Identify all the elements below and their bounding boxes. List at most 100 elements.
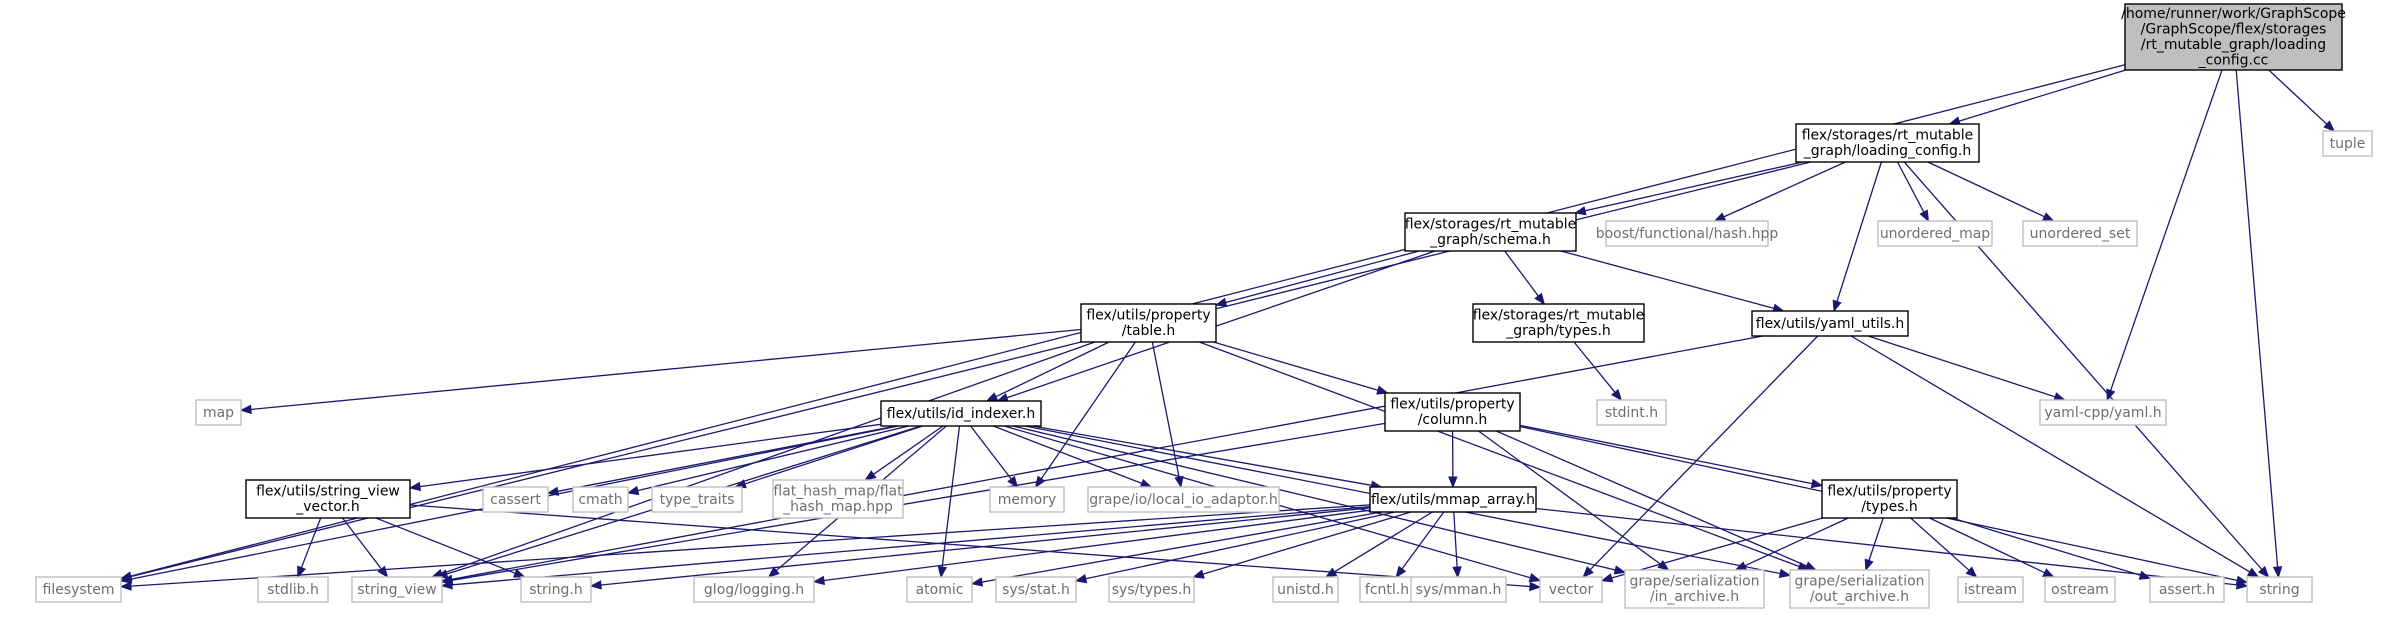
edge-id_indexer_h-to-atomic bbox=[937, 425, 961, 579]
node-label-line: flex/utils/string_view bbox=[256, 484, 400, 500]
edge-arrowhead bbox=[440, 580, 453, 590]
edge-prop_types_h-to-istream bbox=[1910, 517, 1978, 578]
node-label-line: grape/serialization bbox=[1629, 574, 1759, 590]
edge-mmap_array_h-to-unistd bbox=[1324, 511, 1433, 578]
edge-mmap_array_h-to-string_h bbox=[589, 507, 1371, 590]
node-label-line: grape/serialization bbox=[1794, 574, 1924, 590]
edge-rt_types_h-to-stdint_h bbox=[1573, 341, 1623, 402]
edge-arrowhead bbox=[1448, 476, 1458, 489]
node-table-h[interactable]: flex/utils/property/table.h bbox=[1080, 303, 1217, 343]
edge-line bbox=[1151, 341, 1180, 478]
node-label-line: _vector.h bbox=[295, 499, 359, 515]
node-cassert: cassert bbox=[482, 486, 549, 513]
node-root[interactable]: /home/runner/work/GraphScope/GraphScope/… bbox=[2121, 3, 2346, 71]
node-box bbox=[351, 576, 443, 603]
node-box bbox=[2149, 576, 2225, 603]
edge-schema_h-to-rt_types_h bbox=[1504, 250, 1546, 306]
edge-line bbox=[250, 328, 1082, 411]
node-box bbox=[2022, 220, 2138, 247]
node-local-io-adaptor: grape/io/local_io_adaptor.h bbox=[1087, 486, 1280, 513]
node-prop-types-h[interactable]: flex/utils/property/types.h bbox=[1821, 479, 1958, 519]
node-string-view: string_view bbox=[351, 576, 443, 603]
node-label-line: flex/storages/rt_mutable bbox=[1473, 308, 1645, 324]
node-string: string bbox=[2246, 576, 2313, 603]
node-box bbox=[195, 399, 242, 426]
node-box bbox=[1410, 576, 1507, 603]
edge-line bbox=[1085, 511, 1396, 580]
node-label-line: ostream bbox=[2051, 582, 2109, 598]
node-flat-hash-map: flat_hash_map/flat_hash_map.hpp bbox=[772, 479, 904, 519]
edge-loading_config_h-to-yaml_utils_h bbox=[1832, 161, 1883, 313]
edge-string_view_vector_h-to-vector bbox=[409, 504, 1542, 592]
edge-line bbox=[1589, 335, 1819, 571]
node-label-line: /types.h bbox=[1861, 499, 1918, 515]
node-loading-config-h[interactable]: flex/storages/rt_mutable_graph/loading_c… bbox=[1795, 123, 1980, 163]
edge-arrowhead bbox=[239, 404, 252, 415]
edge-yaml_utils_h-to-vector bbox=[1582, 335, 1819, 578]
edge-table_h-to-column_h bbox=[1213, 341, 1389, 395]
edge-line bbox=[1401, 511, 1445, 570]
node-box bbox=[1272, 576, 1339, 603]
edge-loading_config_h-to-schema_h bbox=[1573, 161, 1803, 216]
edge-line bbox=[1453, 511, 1458, 568]
node-label-line: sys/stat.h bbox=[1002, 582, 1070, 598]
edge-line bbox=[2109, 69, 2223, 391]
node-label-line: unordered_map bbox=[1880, 226, 1990, 242]
edge-line bbox=[823, 509, 1371, 582]
node-label-line: memory bbox=[998, 492, 1057, 508]
node-ostream: ostream bbox=[2044, 576, 2116, 603]
edge-arrowhead bbox=[1810, 478, 1824, 489]
node-label-line: string_view bbox=[357, 582, 436, 598]
edge-id_indexer_h-to-memory bbox=[970, 425, 1019, 489]
node-label-line: /table.h bbox=[1122, 323, 1176, 339]
edge-line bbox=[981, 511, 1382, 583]
edge-line bbox=[600, 507, 1371, 586]
edge-line bbox=[1495, 430, 1807, 567]
edge-line bbox=[1504, 250, 1539, 297]
edge-arrowhead bbox=[767, 566, 780, 578]
node-label-line: istream bbox=[1964, 582, 2017, 598]
node-box bbox=[1369, 486, 1537, 513]
node-stdint-h: stdint.h bbox=[1596, 399, 1667, 426]
edge-mmap_array_h-to-sys_types bbox=[1192, 511, 1412, 579]
node-mmap-array-h[interactable]: flex/utils/mmap_array.h bbox=[1369, 486, 1537, 513]
node-rt-types-h[interactable]: flex/storages/rt_mutable_graph/types.h bbox=[1472, 303, 1645, 343]
edge-id_indexer_h-to-cassert bbox=[546, 425, 897, 496]
edge-loading_config_h-to-unordered_map bbox=[1896, 161, 1930, 223]
node-string-view-vector-h[interactable]: flex/utils/string_view_vector.h bbox=[245, 479, 411, 519]
edge-arrowhead bbox=[1734, 561, 1748, 571]
node-box bbox=[1108, 576, 1195, 603]
edge-line bbox=[637, 425, 909, 492]
edge-mmap_array_h-to-sys_mman bbox=[1452, 511, 1462, 579]
node-label-line: _hash_map.hpp bbox=[782, 499, 893, 515]
edge-arrowhead bbox=[297, 565, 307, 579]
node-tuple: tuple bbox=[2322, 130, 2373, 157]
edge-line bbox=[1958, 69, 2126, 122]
edge-schema_h-to-yaml_utils_h bbox=[1560, 250, 1785, 313]
edge-table_h-to-string_view bbox=[430, 341, 1096, 578]
node-box bbox=[2322, 130, 2373, 157]
edge-arrowhead bbox=[985, 392, 999, 402]
node-label-line: _graph/loading_config.h bbox=[1803, 143, 1971, 159]
edge-line bbox=[1040, 341, 1136, 480]
node-label-line: string.h bbox=[529, 582, 583, 598]
node-in-archive: grape/serialization/in_archive.h bbox=[1624, 569, 1765, 609]
edge-arrowhead bbox=[2236, 580, 2249, 590]
edge-arrowhead bbox=[2041, 212, 2055, 222]
edge-line bbox=[1910, 517, 1970, 571]
edge-arrowhead bbox=[1214, 297, 1228, 307]
edge-prop_types_h-to-ostream bbox=[1929, 517, 2055, 578]
node-out-archive: grape/serialization/out_archive.h bbox=[1789, 569, 1930, 609]
node-label-line: flex/utils/property bbox=[1390, 397, 1514, 413]
node-column-h[interactable]: flex/utils/property/column.h bbox=[1384, 392, 1521, 432]
node-yaml-utils-h[interactable]: flex/utils/yaml_utils.h bbox=[1751, 310, 1909, 337]
node-box bbox=[1821, 479, 1958, 519]
node-box bbox=[693, 576, 815, 603]
edge-arrowhead bbox=[2272, 566, 2283, 579]
edge-line bbox=[1202, 511, 1412, 575]
node-id-indexer-h[interactable]: flex/utils/id_indexer.h bbox=[880, 400, 1042, 427]
edge-arrowhead bbox=[1713, 212, 1727, 222]
node-schema-h[interactable]: flex/storages/rt_mutable_graph/schema.h bbox=[1404, 212, 1577, 252]
node-box bbox=[2246, 576, 2313, 603]
